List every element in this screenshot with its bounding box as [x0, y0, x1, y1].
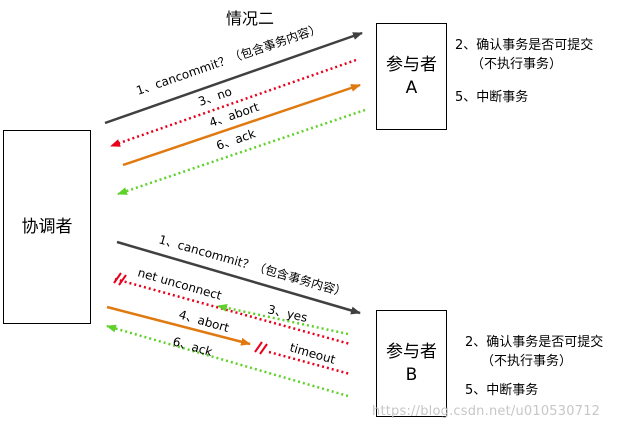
- b-ack-label: 6、ack: [171, 334, 214, 359]
- b-step2-text: 2、确认事务是否可提交: [465, 335, 604, 350]
- participant-a-box: 参与者 A: [376, 23, 447, 130]
- a-ack-arrow: [117, 108, 366, 196]
- b-yes-arrow: [217, 303, 349, 336]
- participant-a-notes: 2、确认事务是否可提交 （不执行事务） 5、中断事务: [455, 37, 593, 108]
- b-timeout-break-mark: [254, 341, 268, 355]
- b-abort-arrow: [106, 305, 251, 346]
- participant-b-name: 参与者: [386, 341, 437, 362]
- a-abort-arrow: [122, 83, 361, 167]
- a-no-arrow: [110, 58, 357, 148]
- coordinator-label: 协调者: [21, 216, 73, 237]
- participant-b-notes: 2、确认事务是否可提交 （不执行事务） 5、中断事务: [465, 334, 603, 401]
- b-net-unconnect-label: net unconnect: [136, 265, 223, 302]
- b-cancommit-arrow: [116, 240, 361, 315]
- participant-a-id: A: [405, 77, 418, 98]
- participant-b-box: 参与者 B: [376, 310, 447, 417]
- a-step5-text: 5、中断事务: [455, 89, 529, 105]
- a-abort-label: 4、abort: [207, 100, 261, 130]
- b-ack-arrow: [106, 324, 349, 398]
- b-step5-text: 5、中断事务: [465, 382, 539, 398]
- b-step2-sub: （不执行事务）: [481, 353, 573, 369]
- watermark: https://blog.csdn.net/u010530712: [372, 404, 601, 419]
- a-cancommit-arrow: [104, 31, 363, 125]
- a-step2-text: 2、确认事务是否可提交: [455, 38, 594, 53]
- b-net-break-mark: [113, 272, 127, 286]
- a-step2-sub: （不执行事务）: [471, 56, 563, 72]
- participant-a-name: 参与者: [386, 54, 437, 75]
- coordinator-box: 协调者: [3, 130, 91, 324]
- diagram-title: 情况二: [226, 9, 275, 28]
- b-timeout-line: [268, 350, 351, 376]
- participant-b-id: B: [405, 364, 418, 385]
- b-net-unconnect-line: [114, 277, 351, 346]
